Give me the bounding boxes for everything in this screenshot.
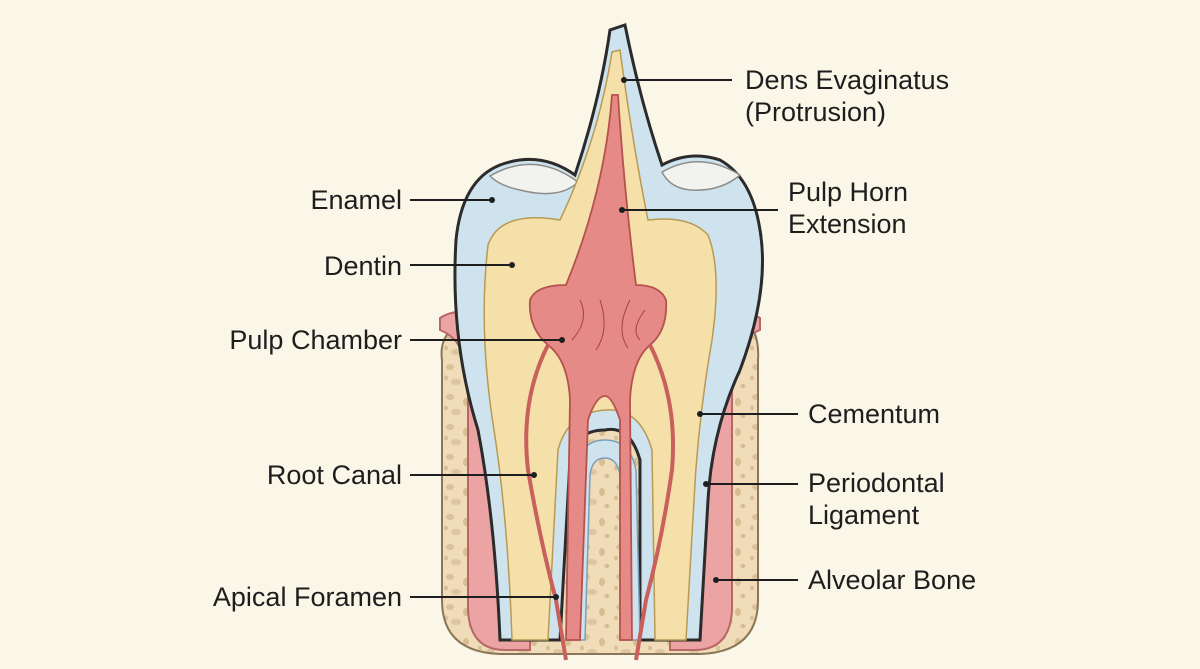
label-dentin: Dentin (323, 251, 402, 281)
label-cementum: Cementum (808, 399, 941, 429)
label-alveolar-bone: Alveolar Bone (808, 565, 977, 595)
label-dens-evaginatus: Dens Evaginatus (Protrusion) (745, 65, 950, 127)
pulp-veins (571, 299, 646, 351)
leader-dots (489, 77, 719, 600)
pulp-chamber-shape (528, 94, 668, 641)
label-apical-foramen: Apical Foramen (212, 582, 402, 612)
cusp-left (488, 163, 580, 195)
root-canal-right (634, 344, 676, 661)
label-root-canal: Root Canal (266, 460, 402, 490)
leader-lines (410, 79, 798, 598)
label-enamel: Enamel (310, 185, 402, 215)
label-periodontal-ligament: Periodontal Ligament (808, 468, 945, 530)
cusp-right (661, 161, 742, 191)
label-pulp-horn-extension: Pulp Horn Extension (788, 177, 909, 239)
root-canal-left (524, 344, 568, 661)
label-pulp-chamber: Pulp Chamber (229, 325, 402, 355)
